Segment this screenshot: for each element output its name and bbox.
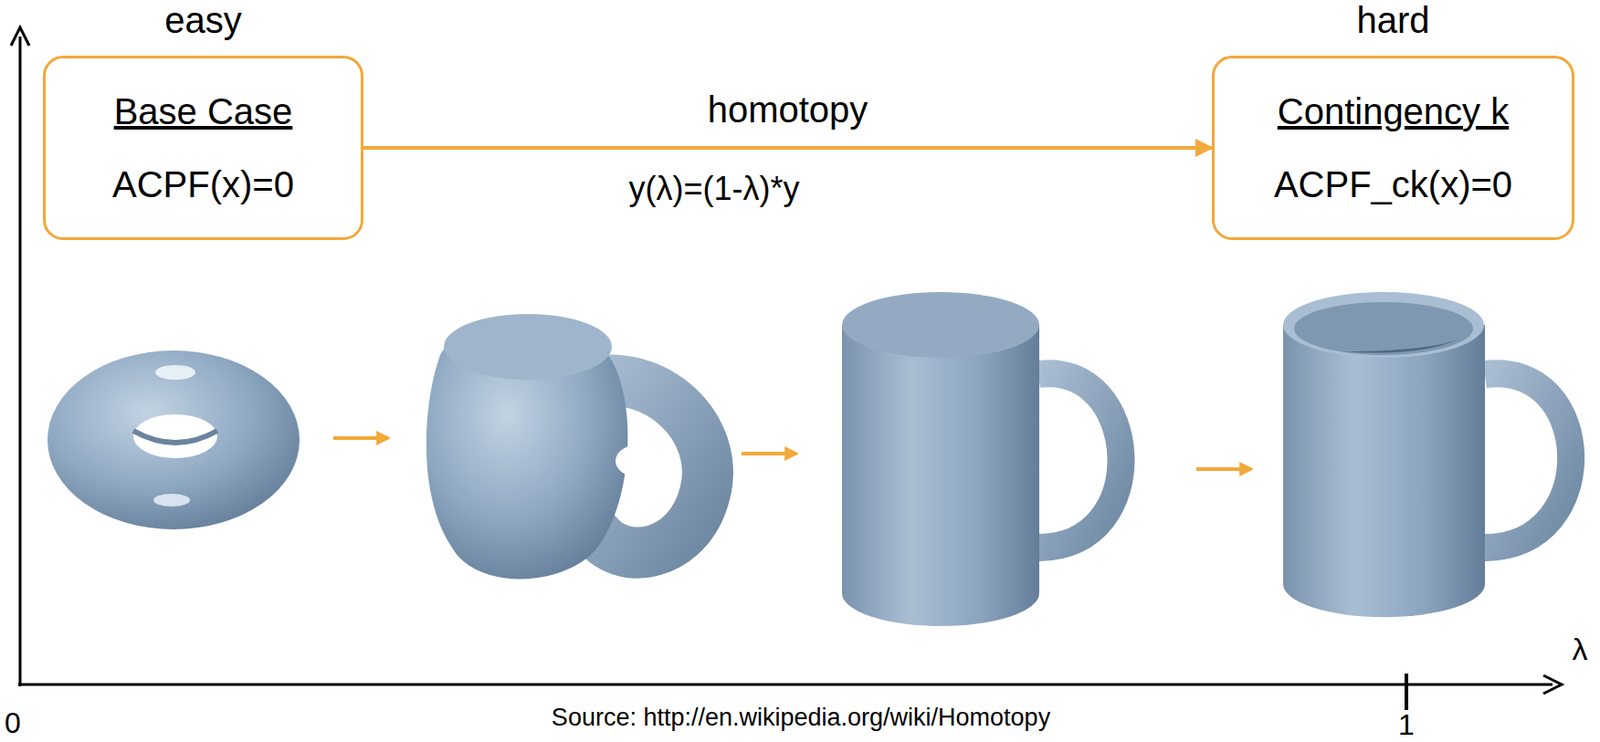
difficulty-heading: hard [1356, 0, 1430, 42]
state-box: hardContingency kACPF_ck(x)=0 [1211, 55, 1575, 241]
box-title: Contingency k [1277, 90, 1509, 133]
difficulty-heading: easy [164, 0, 243, 42]
axis-label: λ [1572, 632, 1589, 667]
edge-label: homotopy [707, 89, 869, 130]
box-title: Base Case [114, 90, 294, 133]
state-box: easyBase CaseACPF(x)=0 [42, 55, 364, 241]
deformed-torus [426, 314, 708, 579]
axis-tick-label: 0 [4, 707, 22, 740]
source-note: Source: http://en.wikipedia.org/wiki/Hom… [551, 705, 1051, 733]
hollow-mug [1283, 292, 1571, 618]
torus [47, 350, 300, 530]
mug [842, 292, 1121, 627]
equation: ACPF(x)=0 [112, 163, 295, 206]
equation: ACPF_ck(x)=0 [1273, 163, 1513, 206]
axis-tick-label: 1 [1398, 709, 1415, 742]
axes [10, 27, 1562, 711]
transition-arrow [333, 438, 1252, 470]
formula: y(λ)=(1-λ)*y [629, 170, 800, 208]
homotopy-arrow [363, 146, 1212, 150]
